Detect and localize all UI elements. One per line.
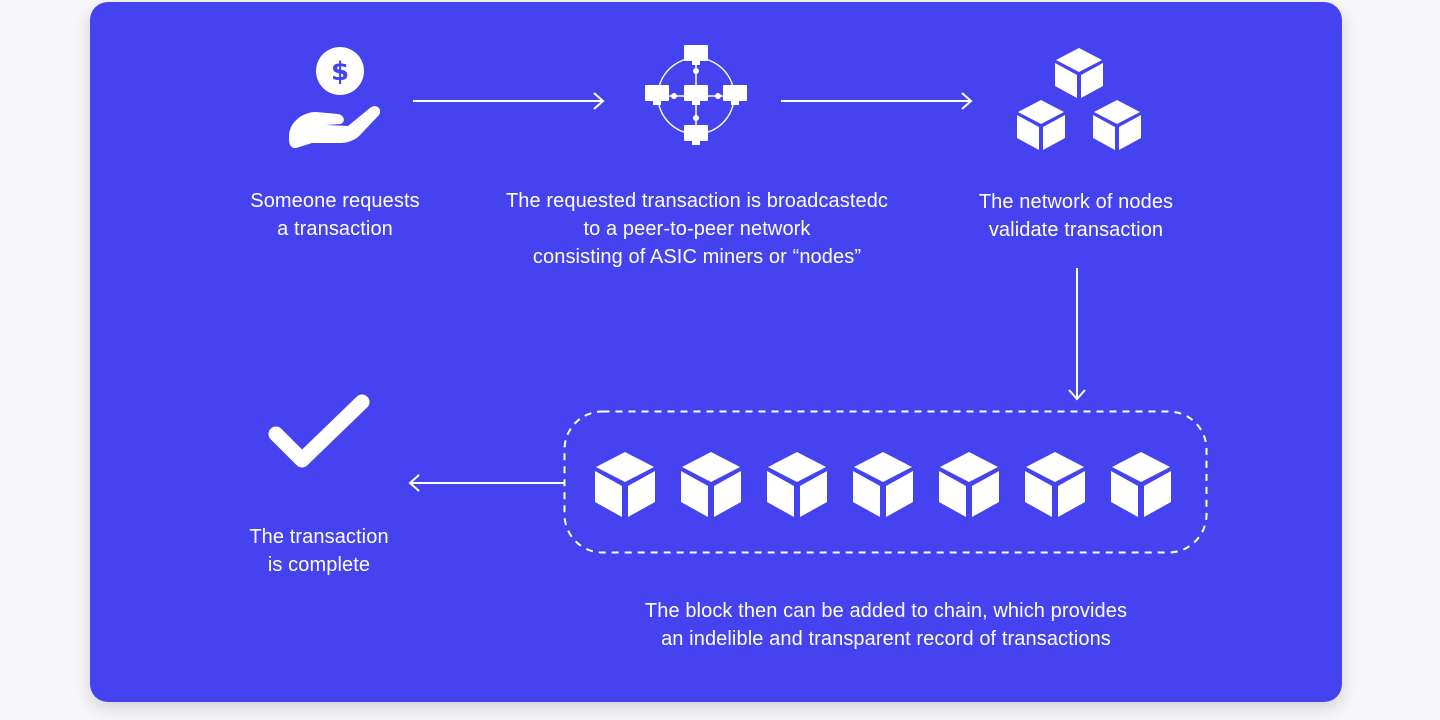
step-label-request: Someone requests a transaction <box>200 187 470 243</box>
step-label-line: The network of nodes <box>978 191 1174 213</box>
flow-arrow-right <box>413 92 607 110</box>
flow-arrow-down <box>1068 268 1086 402</box>
step-label-line: is complete <box>267 554 371 576</box>
block-chain-icon <box>592 448 1182 520</box>
step-label-line: a transaction <box>277 218 393 240</box>
step-label-line: validate transaction <box>988 219 1164 241</box>
peer-network-icon <box>640 42 752 152</box>
step-label-line: The requested transaction is broadcasted… <box>505 190 889 212</box>
step-label-line: Someone requests <box>250 190 420 212</box>
node-cubes-icon <box>1014 46 1144 154</box>
step-label-chain: The block then can be added to chain, wh… <box>560 597 1212 653</box>
step-label-line: The transaction <box>249 526 389 548</box>
chain-block-cube <box>1025 452 1085 517</box>
step-label-line: consisting of ASIC miners or “nodes” <box>532 246 862 268</box>
flow-arrow-left <box>407 474 565 492</box>
dollar-hand-icon: $ <box>286 46 384 152</box>
flow-arrow-right <box>781 92 975 110</box>
chain-block-cube <box>767 452 827 517</box>
chain-block-cube <box>939 452 999 517</box>
chain-block-cube <box>595 452 655 517</box>
step-label-line: The block then can be added to chain, wh… <box>644 600 1128 622</box>
step-label-validate: The network of nodes validate transactio… <box>940 188 1212 244</box>
checkmark-icon <box>264 394 374 476</box>
step-label-broadcast: The requested transaction is broadcasted… <box>455 187 939 271</box>
step-label-complete: The transaction is complete <box>190 523 448 579</box>
step-label-line: to a peer-to-peer network <box>583 218 811 240</box>
chain-block-cube <box>681 452 741 517</box>
chain-block-cube <box>853 452 913 517</box>
step-label-line: an indelible and transparent record of t… <box>661 628 1111 650</box>
chain-block-cube <box>1111 452 1171 517</box>
svg-text:$: $ <box>331 57 349 87</box>
